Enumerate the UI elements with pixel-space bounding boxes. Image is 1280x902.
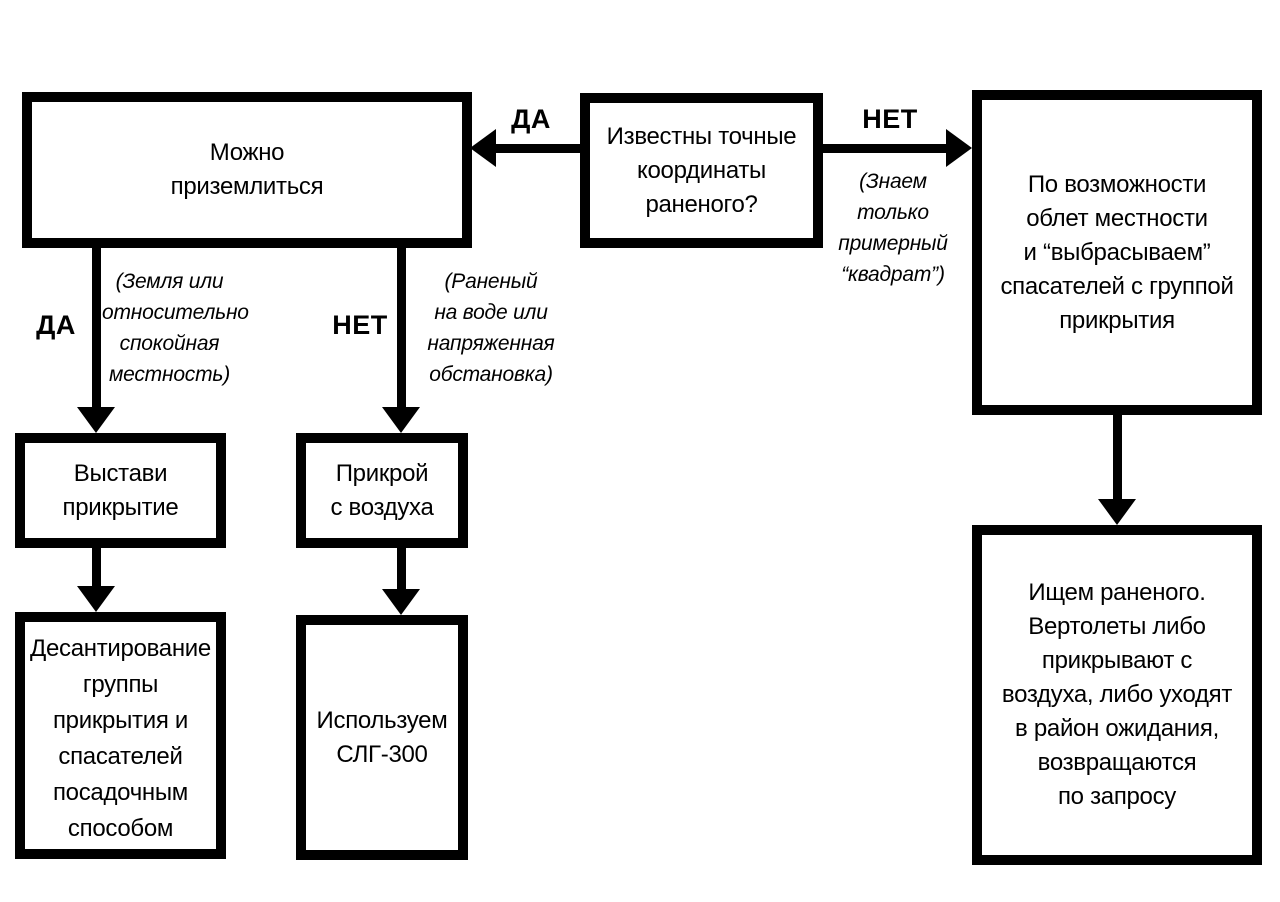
arrowhead-left-icon: [470, 129, 496, 167]
node-set-cover-label: Выстави прикрытие: [62, 459, 179, 521]
note-calm-terrain: (Земля или относительно спокойная местно…: [102, 270, 249, 386]
connector-yes-horizontal: [494, 144, 580, 153]
node-overfly-area-label: По возможности облет местности и “выбрас…: [1000, 170, 1234, 334]
node-coords-known-label: Известны точные координаты раненого?: [606, 122, 797, 218]
node-set-cover: Выстави прикрытие: [15, 433, 226, 548]
node-search-wounded-label: Ищем раненого. Вертолеты либо прикрывают…: [1001, 579, 1233, 810]
arrowhead-down-yes-icon: [77, 407, 115, 433]
branch-label-yes-left: ДА: [36, 310, 76, 340]
node-can-land-label: Можно приземлиться: [170, 139, 324, 200]
connector-yes-vertical: [92, 247, 101, 408]
connector-setcover-landing: [92, 548, 101, 588]
arrowhead-right-icon: [946, 129, 972, 167]
branch-label-yes-top: ДА: [511, 104, 551, 134]
node-use-slg-300: Используем СЛГ-300: [296, 615, 468, 860]
node-use-slg-300-label: Используем СЛГ-300: [316, 706, 448, 768]
node-overfly-area: По возможности облет местности и “выбрас…: [972, 90, 1262, 415]
connector-overfly-search: [1113, 415, 1122, 501]
arrowhead-down-landing-icon: [77, 586, 115, 612]
node-search-wounded: Ищем раненого. Вертолеты либо прикрывают…: [972, 525, 1262, 865]
connector-coverair-slg: [397, 548, 406, 591]
node-cover-from-air-label: Прикрой с воздуха: [330, 459, 434, 521]
connector-no-vertical: [397, 247, 406, 408]
node-can-land: Можно приземлиться: [22, 92, 472, 248]
arrowhead-down-no-icon: [382, 407, 420, 433]
node-landing-party-label: Десантирование группы прикрытия и спасат…: [30, 635, 211, 842]
arrowhead-down-slg-icon: [382, 589, 420, 615]
branch-label-no-top: НЕТ: [862, 104, 918, 134]
node-cover-from-air: Прикрой с воздуха: [296, 433, 468, 548]
node-landing-party: Десантирование группы прикрытия и спасат…: [15, 612, 226, 859]
note-tense-situation: (Раненый на воде или напряженная обстано…: [427, 270, 555, 386]
branch-label-no-mid: НЕТ: [332, 310, 388, 340]
note-approx-square: (Знаем только примерный “квадрат”): [838, 170, 948, 286]
node-coords-known: Известны точные координаты раненого?: [580, 93, 823, 248]
connector-no-horizontal: [823, 144, 949, 153]
arrowhead-down-search-icon: [1098, 499, 1136, 525]
